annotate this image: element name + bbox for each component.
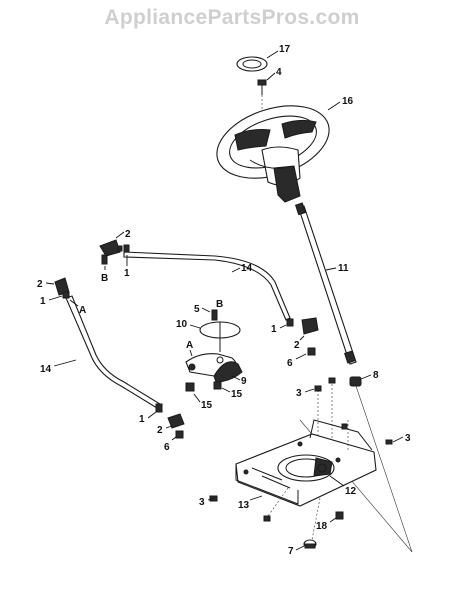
steering-wheel-cap	[236, 56, 268, 72]
callout-2-bottom: 2	[157, 425, 163, 436]
column-bushing	[349, 376, 362, 387]
bolt-right	[385, 439, 393, 445]
callout-3-left: 3	[199, 497, 205, 508]
callout-2-right: 2	[294, 340, 300, 351]
bolt-small-mid	[263, 515, 271, 522]
bolt-small-right	[341, 423, 348, 430]
upper-drag-link	[123, 251, 291, 321]
jam-nut-left	[62, 291, 70, 299]
callout-14-top: 14	[241, 263, 253, 274]
spacer-a	[185, 382, 195, 392]
callout-b-top: B	[101, 273, 108, 284]
callout-4: 4	[276, 67, 282, 78]
callout-5: 5	[194, 304, 200, 315]
nut-7	[303, 539, 317, 549]
nut-bottom	[175, 430, 184, 439]
callout-1-bottom: 1	[139, 414, 145, 425]
bolt-top-2	[328, 377, 336, 384]
ball-joint-bottom	[167, 413, 185, 429]
sector-gear	[185, 353, 243, 383]
callout-1-top: 1	[124, 268, 130, 279]
wheel-bolt	[257, 79, 267, 95]
callout-12: 12	[345, 486, 357, 497]
pinion-gear-plate	[277, 454, 335, 482]
steering-wheel	[216, 105, 330, 203]
gear-washer	[199, 321, 241, 352]
callout-3-right: 3	[405, 433, 411, 444]
callout-1-left: 1	[40, 296, 46, 307]
callout-1-right: 1	[271, 324, 277, 335]
ball-joint-top	[99, 239, 121, 265]
callout-2-left: 2	[37, 279, 43, 290]
bolt-top-1	[314, 385, 322, 392]
pivot-bolt	[211, 309, 218, 321]
watermark-text: AppliancePartsPros.com	[104, 6, 359, 29]
jam-nut-right	[286, 318, 294, 327]
callout-2-top: 2	[125, 229, 131, 240]
callout-11: 11	[338, 263, 349, 274]
callout-8: 8	[373, 370, 379, 381]
callout-3-top: 3	[296, 388, 302, 399]
spacer-b	[213, 381, 222, 390]
nut-right	[307, 347, 316, 356]
callout-13: 13	[238, 500, 250, 511]
ball-joint-right	[301, 317, 319, 335]
steering-shaft	[294, 202, 357, 365]
callout-6-right: 6	[287, 358, 293, 369]
callout-a-left: A	[79, 305, 86, 316]
callout-18: 18	[316, 521, 328, 532]
callout-15-a: 15	[201, 400, 213, 411]
callout-a-mid: A	[186, 340, 193, 351]
callout-b-mid: B	[216, 299, 223, 310]
callout-10: 10	[176, 319, 188, 330]
jam-nut-top	[123, 244, 130, 253]
callout-14-left: 14	[40, 364, 52, 375]
callout-15-b: 15	[231, 389, 243, 400]
callout-6-bottom: 6	[164, 442, 170, 453]
nut-18	[335, 511, 344, 520]
callout-9: 9	[241, 376, 247, 387]
callout-7: 7	[288, 546, 294, 557]
jam-nut-bottom	[155, 403, 163, 413]
callout-16: 16	[342, 96, 354, 107]
callout-17: 17	[279, 44, 291, 55]
